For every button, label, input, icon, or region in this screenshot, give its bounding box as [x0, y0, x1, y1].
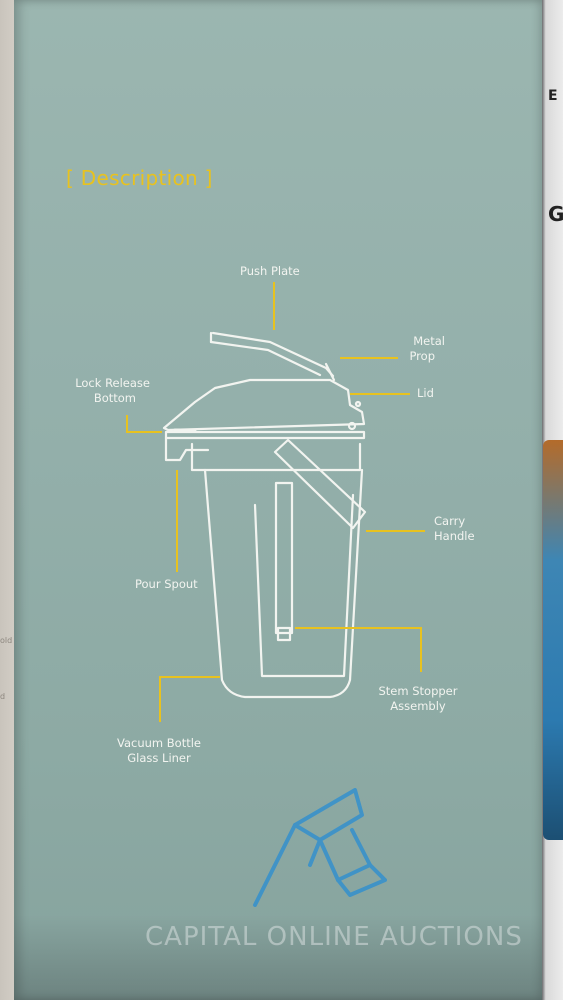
lock-release-line [126, 415, 162, 433]
label-vacuum-bottle-line1: Vacuum Bottle [117, 736, 201, 750]
carry-handle-shape [273, 438, 367, 530]
label-push-plate: Push Plate [240, 264, 300, 278]
label-lid: Lid [417, 386, 434, 400]
background-right-text: G [548, 202, 563, 226]
label-metal-prop-line2: Prop [409, 349, 435, 363]
lid-shape [162, 378, 366, 432]
background-right-bottle [543, 440, 563, 840]
background-left-text: old [0, 636, 13, 645]
callout-lines [126, 282, 425, 722]
airpot-outline [162, 331, 367, 699]
label-carry-handle-line1: Carry [434, 514, 466, 528]
stem-stopper-line [295, 627, 422, 672]
box-shadow-bottom [14, 915, 542, 1000]
background-left-text: d [0, 692, 6, 701]
description-heading: [ Description ] [66, 166, 213, 190]
label-carry-handle-line2: Handle [434, 529, 475, 543]
label-vacuum-bottle-line2: Glass Liner [127, 751, 191, 765]
stem [274, 481, 294, 635]
label-pour-spout: Pour Spout [135, 577, 198, 591]
label-metal-prop-line1: Metal [413, 334, 445, 348]
bottle-body [203, 468, 364, 699]
label-stem-stopper-line1: Stem Stopper [378, 684, 458, 698]
product-box-panel [14, 0, 542, 1000]
vacuum-bottle-line [159, 676, 220, 722]
push-lever [211, 331, 335, 378]
background-right-text: E [548, 88, 558, 104]
watermark-text: CAPITAL ONLINE AUCTIONS [145, 922, 523, 952]
auction-logo-icon [253, 788, 387, 907]
label-lock-release-line1: Lock Release [75, 376, 150, 390]
label-stem-stopper-line2: Assembly [390, 699, 446, 713]
label-lock-release-line2: Bottom [93, 391, 136, 405]
